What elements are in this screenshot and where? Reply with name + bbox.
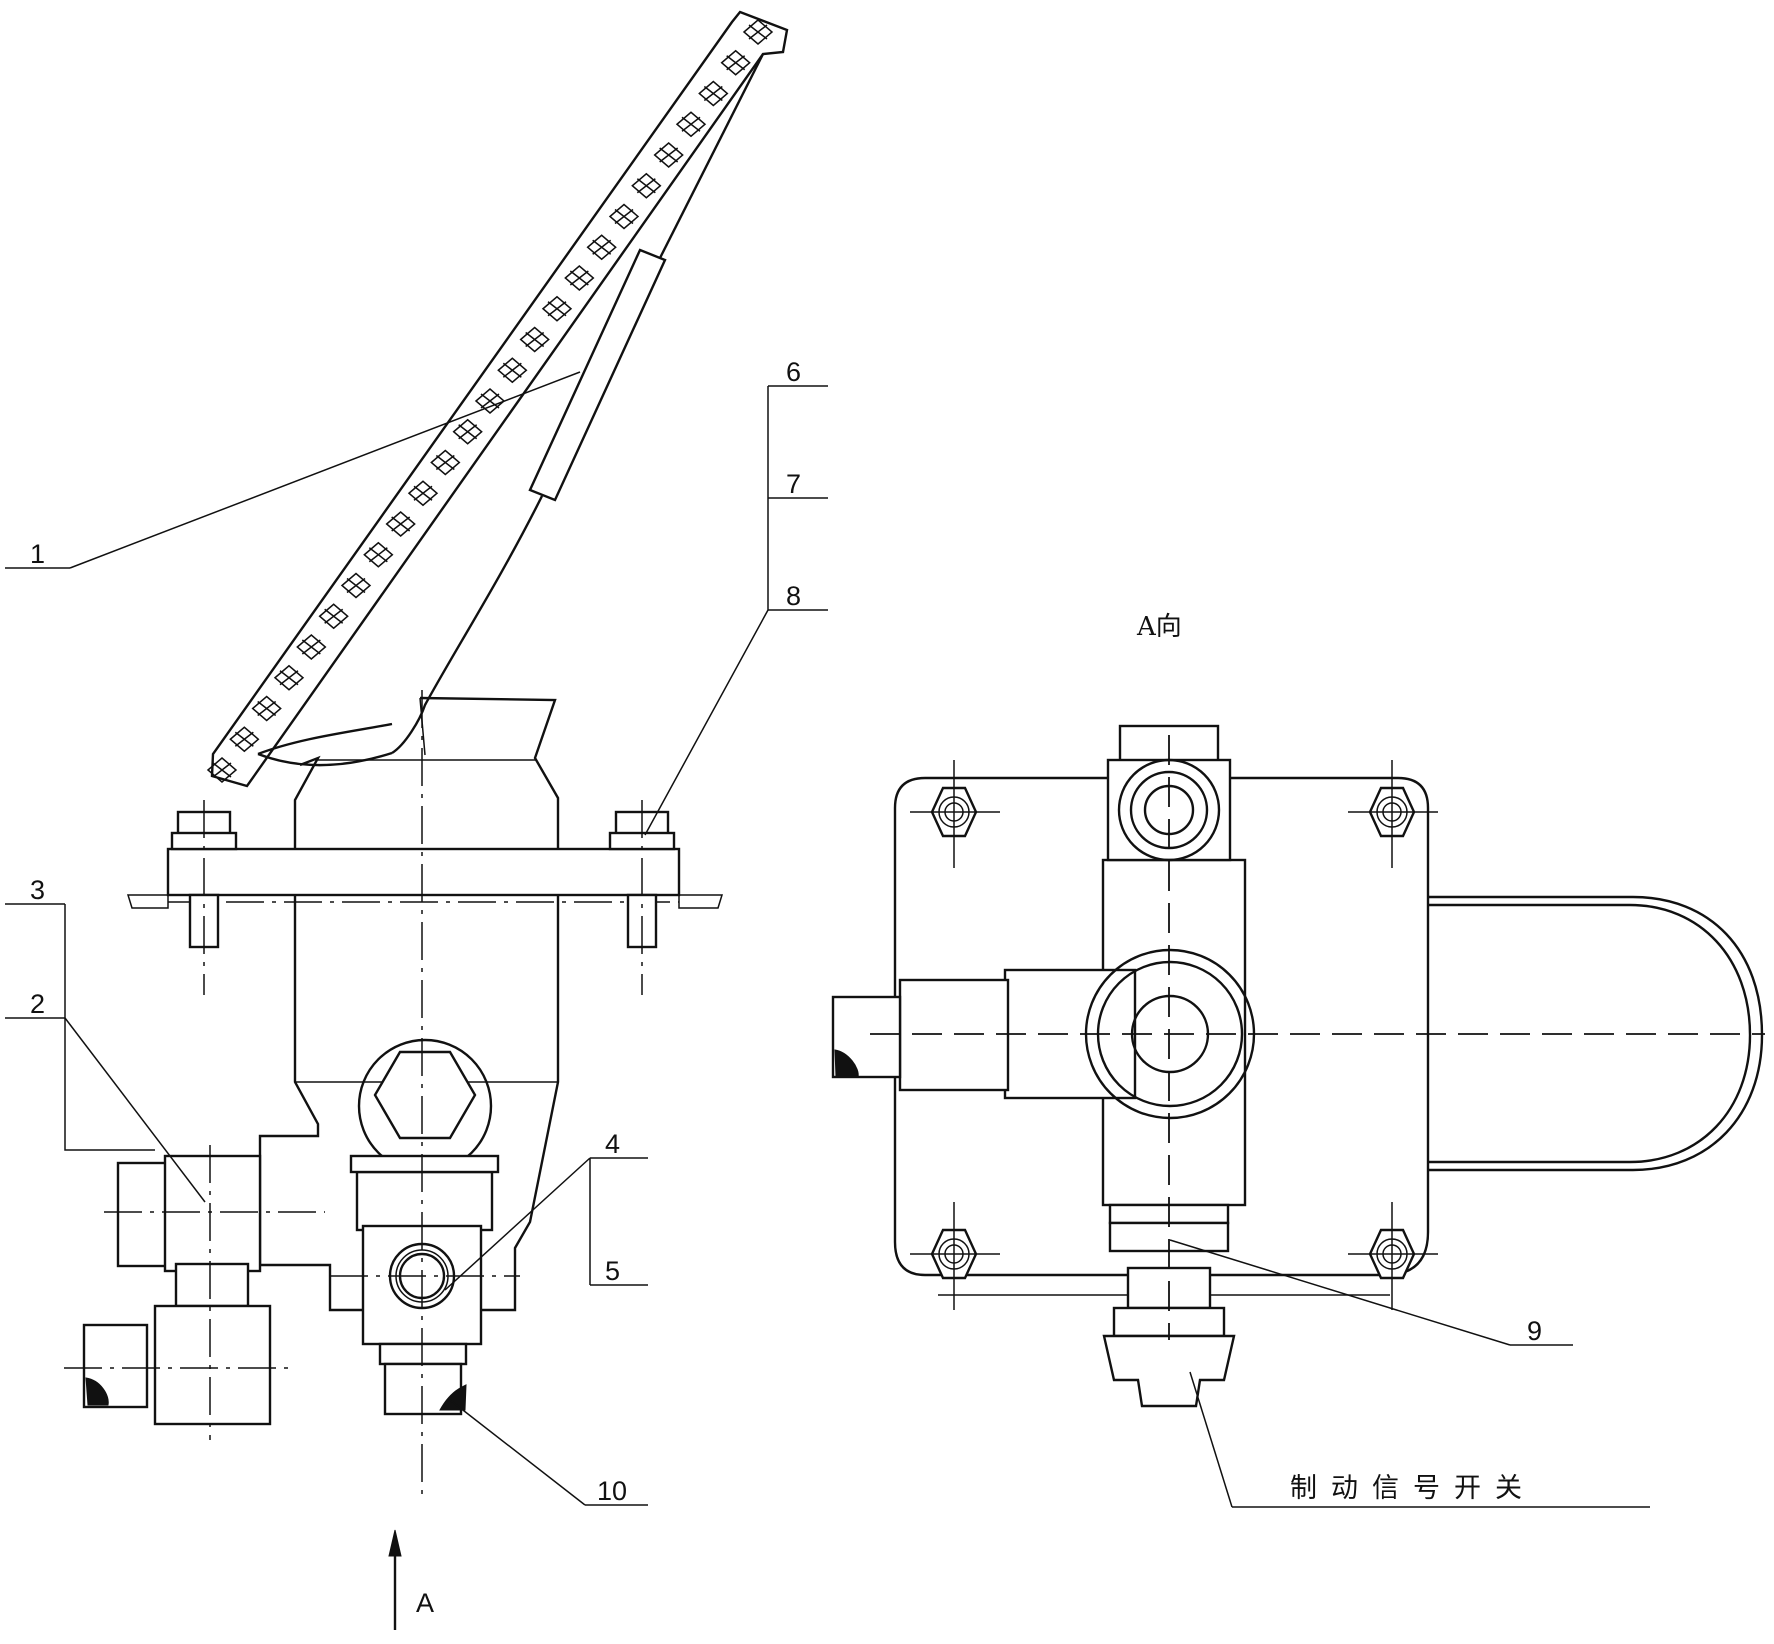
tread-stud bbox=[385, 511, 416, 537]
banjo-fitting bbox=[349, 1038, 500, 1232]
tread-stud bbox=[720, 49, 751, 76]
tread-hatch bbox=[413, 485, 433, 501]
part-number-10: 10 bbox=[597, 1476, 627, 1506]
tread-hatch bbox=[480, 393, 500, 409]
tread-stud bbox=[452, 418, 483, 445]
part-number-6: 6 bbox=[786, 357, 801, 387]
tread-hatch bbox=[659, 147, 679, 163]
tread-hatch bbox=[502, 362, 522, 378]
tread-stud bbox=[742, 19, 774, 45]
tread-hatch bbox=[435, 454, 455, 471]
tread-stud bbox=[586, 234, 617, 261]
view-caption: A向 bbox=[1136, 612, 1182, 642]
side-port bbox=[64, 1145, 325, 1440]
tread-stud bbox=[251, 695, 282, 722]
tread-hatch bbox=[726, 55, 746, 71]
tread-hatch bbox=[748, 24, 768, 40]
bolt-left bbox=[170, 800, 238, 995]
part-number-9: 9 bbox=[1527, 1316, 1542, 1346]
tread-hatch bbox=[525, 331, 545, 348]
tread-stud bbox=[698, 80, 729, 107]
tread-stud bbox=[541, 295, 573, 322]
view-a: A向 bbox=[831, 612, 1765, 1508]
view-arrow-label: A bbox=[416, 1588, 434, 1618]
part-number-1: 1 bbox=[30, 539, 45, 569]
corner-nut-br bbox=[1348, 1202, 1438, 1310]
tread-stud bbox=[564, 265, 595, 291]
tread-hatch bbox=[234, 731, 254, 747]
tread-hatch bbox=[614, 208, 634, 225]
pedal-plate bbox=[206, 10, 789, 788]
tread-hatch bbox=[569, 270, 589, 286]
front-view: A 1 2 3 4 bbox=[5, 10, 828, 1630]
tread-stud bbox=[229, 726, 260, 753]
part-number-8: 8 bbox=[786, 581, 801, 611]
mounting-flange bbox=[126, 800, 724, 995]
part-number-7: 7 bbox=[786, 469, 801, 499]
tread-hatch bbox=[703, 85, 723, 102]
bolt-right bbox=[608, 800, 676, 995]
tread-hatch bbox=[592, 239, 612, 255]
bottom-port bbox=[330, 1224, 520, 1416]
part-number-4: 4 bbox=[605, 1129, 620, 1159]
tread-stud bbox=[407, 480, 439, 507]
part-number-5: 5 bbox=[605, 1256, 620, 1286]
tread-stud bbox=[653, 142, 684, 168]
tread-stud bbox=[318, 603, 349, 630]
tread-hatch bbox=[681, 116, 701, 132]
tread-hatch bbox=[458, 424, 478, 440]
tread-stud bbox=[430, 449, 461, 476]
tread-hatch bbox=[257, 700, 277, 717]
tread-stud bbox=[631, 172, 662, 199]
tread-hatch bbox=[279, 670, 299, 686]
tread-hatch bbox=[212, 762, 232, 778]
tread-stud bbox=[608, 203, 640, 230]
view-arrow: A bbox=[388, 1529, 434, 1630]
part-number-3: 3 bbox=[30, 875, 45, 905]
corner-nut-tl bbox=[910, 760, 1000, 868]
tread-hatch bbox=[301, 639, 321, 655]
tread-stud bbox=[340, 572, 372, 599]
tread-stud bbox=[497, 357, 528, 384]
tread-stud bbox=[675, 111, 707, 138]
switch-label: 制动信号开关 bbox=[1290, 1473, 1536, 1504]
pedal-lever bbox=[257, 53, 765, 767]
valve-body bbox=[258, 895, 560, 1312]
tread-hatch bbox=[368, 547, 388, 563]
tread-hatch bbox=[324, 608, 344, 624]
tread-stud bbox=[273, 664, 305, 691]
tread-hatch bbox=[547, 301, 567, 317]
tread-stud bbox=[363, 541, 394, 568]
tread-hatch bbox=[346, 577, 366, 594]
part-number-2: 2 bbox=[30, 989, 45, 1019]
rubber-boot bbox=[293, 696, 560, 852]
leaders-left bbox=[5, 371, 828, 1506]
tread-hatch bbox=[391, 516, 411, 532]
tread-hatch bbox=[636, 178, 656, 194]
tread-stud bbox=[296, 634, 327, 660]
tread-stud bbox=[206, 757, 238, 783]
corner-nut-tr bbox=[1348, 760, 1438, 868]
tread-stud bbox=[519, 326, 550, 353]
corner-nut-bl bbox=[910, 1202, 1000, 1310]
